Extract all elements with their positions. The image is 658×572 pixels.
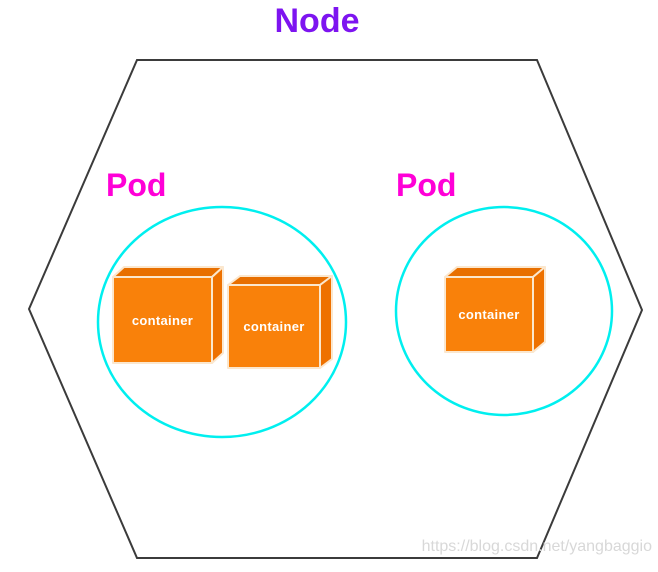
container-label-2: container: [243, 319, 305, 334]
pod-circle-left: [96, 205, 348, 439]
container-cube-1-front: [112, 276, 213, 364]
node-hexagon: [27, 59, 644, 559]
container-cube-1-side: [211, 266, 224, 364]
container-label-1: container: [131, 312, 194, 328]
watermark-text: https://blog.csdn.net/yangbaggio: [421, 538, 652, 555]
container-cube-3-top: [444, 266, 546, 278]
pod-label-left: Pod: [106, 167, 167, 203]
container-cube-1: [112, 266, 224, 364]
container-cube-3: [444, 266, 546, 353]
pod-label-right: Pod: [396, 167, 457, 203]
container-cube-2-top: [227, 275, 333, 286]
container-cube-2-side: [319, 275, 333, 369]
pod-circle-right: [394, 205, 614, 417]
container-cube-2: [227, 275, 333, 369]
container-cube-3-side: [532, 266, 546, 353]
container-cube-2-front: [227, 284, 321, 369]
container-cube-3-front: [444, 276, 534, 353]
container-label-3: container: [458, 307, 520, 322]
container-cube-1-top: [112, 266, 224, 278]
node-title: Node: [274, 2, 360, 40]
